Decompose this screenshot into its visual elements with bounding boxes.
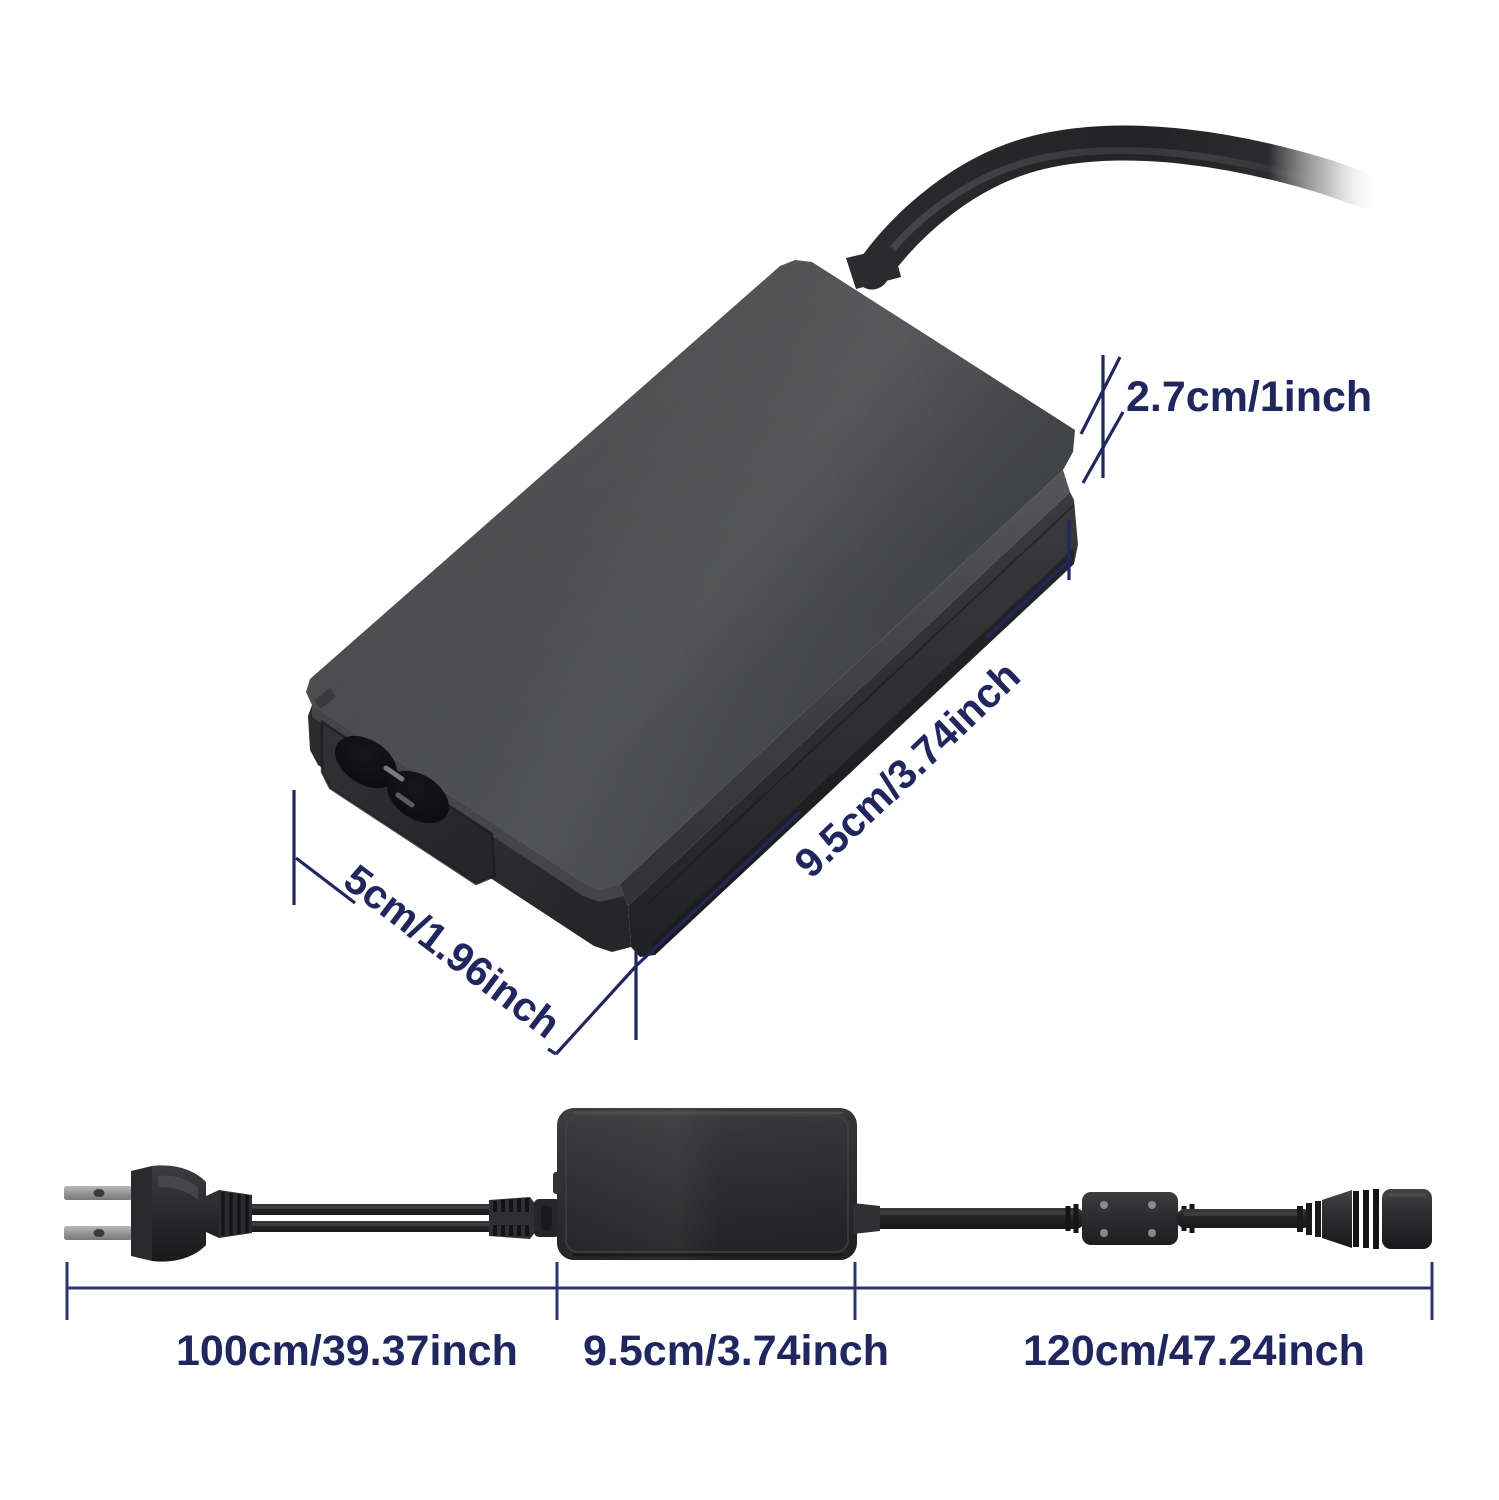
plug-blades — [64, 1186, 132, 1240]
cable-grommet — [846, 247, 901, 289]
inlet-hole-right — [387, 770, 449, 824]
inlet-highlight-lower — [395, 792, 415, 808]
inlet-hole-left — [335, 735, 397, 789]
inlet-highlight-upper — [383, 765, 405, 782]
bottom-dimension-rule: 100cm/39.37inch 9.5cm/3.74inch 120cm/47.… — [65, 1262, 1434, 1375]
dc-output-cable-top-view — [854, 125, 1398, 290]
c7-ribs-upper — [493, 1198, 529, 1212]
c8-figure-8-inlet — [335, 735, 449, 824]
c8-socket-plate-outline — [320, 719, 497, 886]
dimension-height-label: 2.7cm/1inch — [1126, 373, 1372, 421]
c7-plug-slot — [541, 1206, 552, 1230]
barrel-collar-ribs — [1297, 1201, 1321, 1237]
plug-body-highlight — [158, 1175, 198, 1200]
segment-label-dc-cord: 120cm/47.24inch — [1023, 1327, 1365, 1375]
dc-tip-cord — [1176, 1209, 1312, 1228]
adapter-brick-flat — [553, 1108, 857, 1260]
us-2-prong-ac-plug — [64, 1165, 252, 1262]
brick-top-bevel — [620, 470, 1070, 906]
c7-ribs-lower — [493, 1225, 529, 1236]
ferrite-bead — [1065, 1192, 1195, 1245]
segment-label-brick: 9.5cm/3.74inch — [583, 1327, 889, 1375]
plug-flange — [131, 1166, 152, 1261]
barrel-grip-rings — [1353, 1189, 1379, 1249]
ferrite-dot-tl — [1100, 1201, 1108, 1209]
flat-brick-panel-line — [565, 1115, 849, 1253]
plug-body — [152, 1165, 219, 1262]
brick-corner-seam — [314, 688, 336, 709]
ac-power-cord — [247, 1204, 497, 1232]
ferrite-dot-tr — [1148, 1201, 1156, 1209]
dimension-height: 2.7cm/1inch — [1079, 355, 1372, 484]
brick-top-sheen — [306, 260, 1075, 890]
ferrite-collar-left — [1065, 1204, 1079, 1233]
segment-label-ac-cord: 100cm/39.37inch — [176, 1327, 518, 1375]
ferrite-dot-bl — [1100, 1229, 1108, 1237]
brick-case-seam — [648, 504, 1075, 904]
barrel-shoulder — [1322, 1190, 1352, 1248]
c7-grip — [489, 1197, 536, 1239]
dc-barrel-connector — [1297, 1189, 1432, 1249]
ferrite-body — [1082, 1192, 1178, 1245]
flat-brick-inlet-nub — [553, 1172, 561, 1194]
barrel-head — [1382, 1189, 1432, 1249]
flat-brick-sheen — [557, 1108, 857, 1260]
plug-strain-relief — [219, 1190, 252, 1238]
brick-front-side-face — [628, 492, 1078, 957]
c7-connector — [489, 1197, 560, 1239]
dc-output-cord — [853, 1203, 1085, 1234]
ferrite-dot-br — [1148, 1229, 1156, 1237]
dc-cord-strain-relief — [853, 1203, 880, 1234]
full-cable-assembly-illustration — [64, 1108, 1432, 1262]
